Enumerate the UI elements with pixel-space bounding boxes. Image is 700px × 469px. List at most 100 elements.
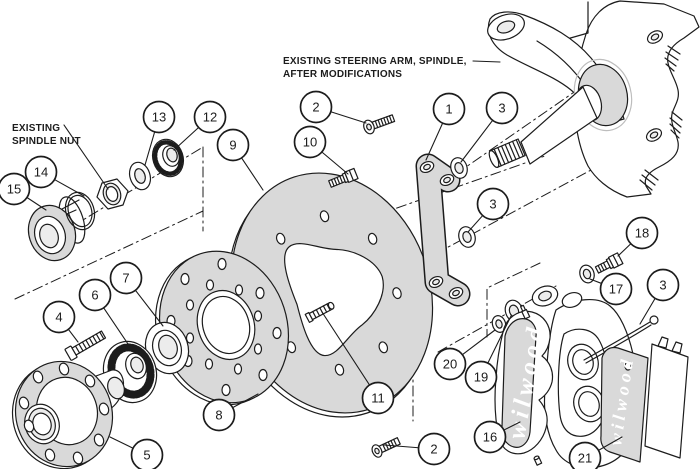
upright-bolt-hole xyxy=(646,30,664,44)
leader-line xyxy=(597,436,623,451)
callout-balloon xyxy=(0,172,31,206)
callout-9: 9 xyxy=(216,128,264,191)
callout-number: 19 xyxy=(474,370,488,385)
leader-line xyxy=(639,297,656,325)
callout-balloon xyxy=(464,360,498,394)
callout-15: 15 xyxy=(0,172,47,211)
leader-line xyxy=(67,328,79,343)
leader-line xyxy=(241,157,264,191)
callout-16: 16 xyxy=(473,420,521,454)
leader-line xyxy=(232,393,259,409)
callout-number: 9 xyxy=(229,138,236,153)
annotation-leader xyxy=(63,124,109,190)
callout-3: 3 xyxy=(460,91,519,163)
callout-balloon xyxy=(130,438,164,469)
leader-line xyxy=(383,444,420,449)
callout-balloon xyxy=(361,381,395,415)
annotation-leader xyxy=(472,60,501,63)
callout-number: 14 xyxy=(34,165,48,180)
callout-number: 6 xyxy=(91,288,98,303)
leader-line xyxy=(109,436,134,449)
leader-line xyxy=(321,151,349,175)
leader-line xyxy=(617,243,632,257)
callout-17: 17 xyxy=(589,272,633,306)
callout-balloon xyxy=(193,100,227,134)
callout-balloon xyxy=(476,187,510,221)
callout-number: 2 xyxy=(312,100,319,115)
callout-13: 13 xyxy=(142,100,176,166)
existing-steering-arm-note: EXISTING STEERING ARM, SPINDLE,AFTER MOD… xyxy=(283,56,501,80)
callout-balloon xyxy=(433,347,467,381)
callout-5: 5 xyxy=(109,436,164,469)
leader-line xyxy=(461,329,496,356)
callout-number: 12 xyxy=(203,110,217,125)
register-stud-drawing xyxy=(304,301,335,323)
callout-balloon xyxy=(432,92,466,126)
spindle-threads xyxy=(488,138,526,168)
callout-balloon xyxy=(142,100,176,134)
leader-line xyxy=(144,131,156,166)
callout-balloon xyxy=(568,441,602,469)
callout-number: 2 xyxy=(430,442,437,457)
cotter-pin-drawing xyxy=(583,315,659,364)
callout-number: 11 xyxy=(371,391,385,406)
callout-number: 10 xyxy=(303,135,317,150)
countersunk-bolt-drawing xyxy=(371,437,401,458)
callout-number: 8 xyxy=(215,408,222,423)
leader-line xyxy=(589,278,603,284)
callout-balloon xyxy=(299,90,333,124)
callout-11: 11 xyxy=(321,311,395,415)
countersunk-bolt-drawing xyxy=(363,114,396,135)
callout-6: 6 xyxy=(78,278,129,345)
callout-balloon xyxy=(109,261,143,295)
callout-number: 17 xyxy=(609,282,623,297)
callout-3: 3 xyxy=(467,187,510,233)
leader-line xyxy=(103,307,129,345)
callout-1: 1 xyxy=(425,92,466,161)
leader-line xyxy=(321,311,371,386)
callout-balloon xyxy=(24,155,58,189)
callout-balloon xyxy=(202,398,236,432)
callout-number: 15 xyxy=(7,182,21,197)
leader-line xyxy=(53,179,85,197)
callout-number: 3 xyxy=(498,101,505,116)
spindle-shaft-drawing xyxy=(488,58,633,168)
o-ring-drawing xyxy=(64,191,96,231)
leader-line xyxy=(467,215,484,233)
spindle-washer-drawing xyxy=(128,161,152,191)
callout-number: 1 xyxy=(445,102,452,117)
callout-number: 18 xyxy=(635,226,649,241)
grease-seal-drawing xyxy=(144,321,190,375)
callout-balloon xyxy=(599,272,633,306)
hub-drawing xyxy=(11,360,125,469)
callout-4: 4 xyxy=(42,300,79,343)
brake-pads-drawing: wilwood xyxy=(600,336,689,463)
bleed-screw-icon xyxy=(519,304,531,320)
callout-balloon xyxy=(216,128,250,162)
callout-8: 8 xyxy=(202,393,259,432)
outer-bearing-drawing xyxy=(151,138,185,178)
hex-bolt-drawing xyxy=(328,167,359,188)
callout-number: 16 xyxy=(483,430,497,445)
wheel-stud-drawing xyxy=(64,330,107,361)
upright-bolt-hole xyxy=(645,128,663,142)
callout-12: 12 xyxy=(173,100,227,151)
callout-balloon xyxy=(417,432,451,466)
callout-balloon xyxy=(473,420,507,454)
leader-line xyxy=(134,289,164,327)
callout-number: 20 xyxy=(443,357,457,372)
callout-20: 20 xyxy=(433,329,496,381)
callout-balloon xyxy=(646,268,680,302)
callout-balloon xyxy=(485,91,519,125)
callout-7: 7 xyxy=(109,261,164,327)
callout-2: 2 xyxy=(383,432,451,466)
leader-line xyxy=(460,119,494,163)
callout-number: 3 xyxy=(659,278,666,293)
leader-line xyxy=(487,315,512,364)
leader-line xyxy=(173,126,200,151)
annotation-text: AFTER MODIFICATIONS xyxy=(283,69,402,80)
